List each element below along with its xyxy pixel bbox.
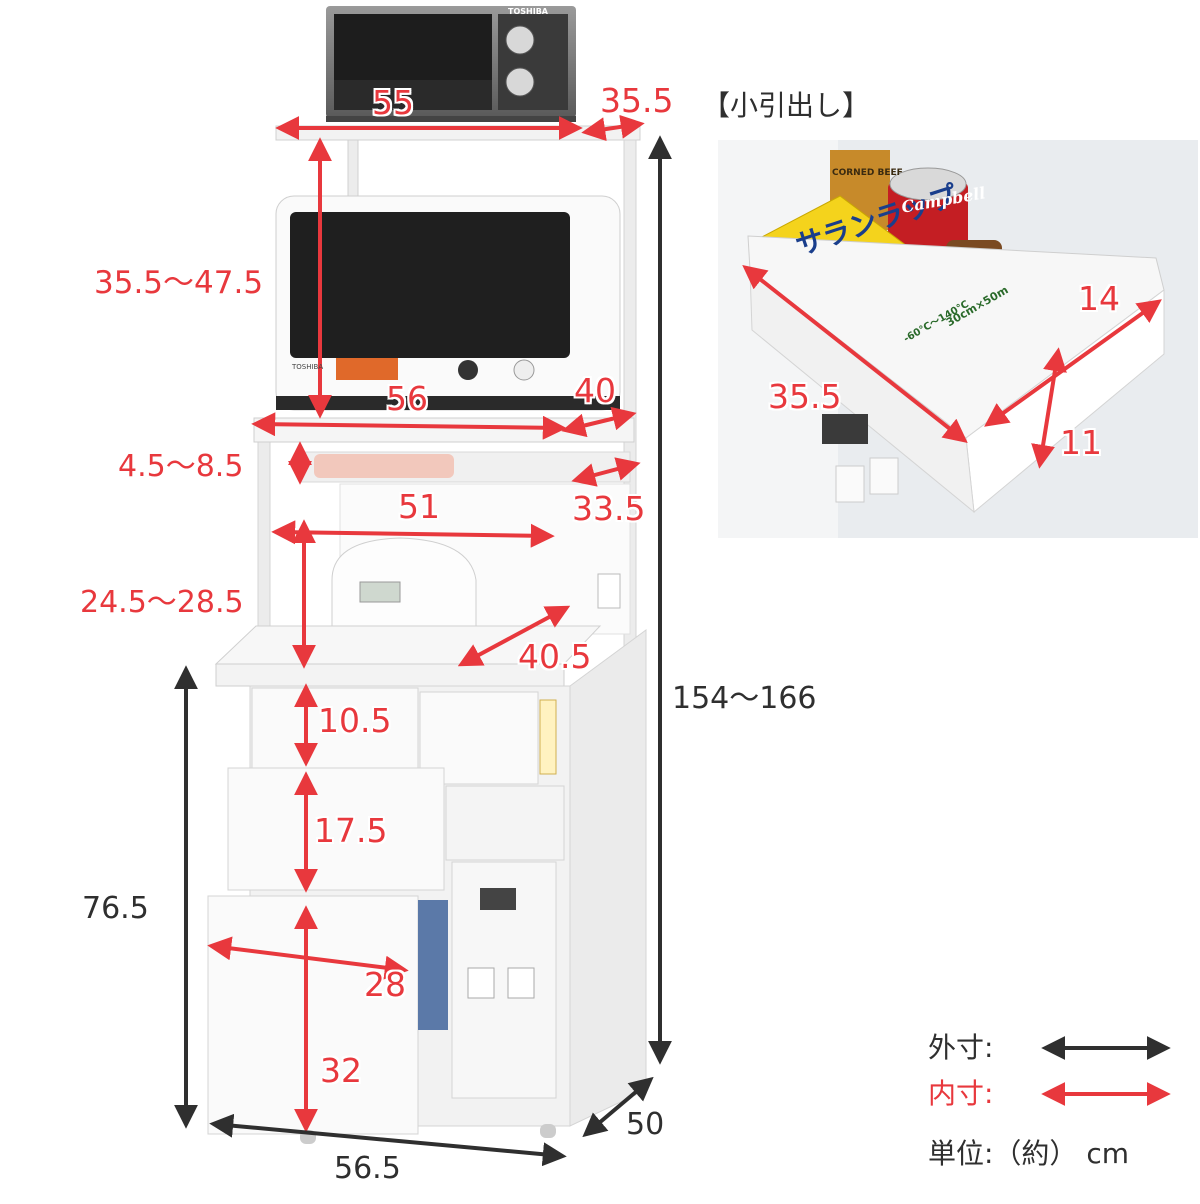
arrow-wire-depth bbox=[571, 457, 641, 487]
label-lower-height: 76.5 bbox=[82, 891, 149, 926]
microwave-oven bbox=[275, 195, 621, 411]
arrow-inset-depth bbox=[742, 265, 968, 443]
microwave-brand: TOSHIBA bbox=[292, 363, 324, 371]
label-slide-width: 51 bbox=[398, 487, 440, 526]
arrow-inset-height bbox=[1031, 347, 1067, 469]
legend-inner-label: 内寸: bbox=[928, 1077, 994, 1110]
inset-box-text: CORNED BEEF bbox=[832, 168, 903, 178]
label-slide-depth: 40.5 bbox=[518, 637, 592, 676]
label-wire-gap: 4.5～8.5 bbox=[118, 449, 244, 484]
arrow-total-width bbox=[209, 1113, 567, 1167]
label-bottom-drawer-height: 32 bbox=[320, 1051, 362, 1090]
label-inset-depth: 35.5 bbox=[768, 377, 842, 416]
label-mid-shelf-depth: 40 bbox=[574, 371, 616, 410]
label-total-depth: 50 bbox=[626, 1107, 665, 1142]
arrow-mid-shelf-width bbox=[251, 412, 567, 440]
label-total-width: 56.5 bbox=[334, 1151, 401, 1186]
outer-dimension-arrows bbox=[174, 135, 672, 1167]
inner-dimension-arrows bbox=[207, 114, 1162, 1133]
label-small-drawer: 10.5 bbox=[318, 701, 392, 740]
label-middle-drawer: 17.5 bbox=[314, 811, 388, 850]
arrow-top-shelf-depth bbox=[581, 114, 645, 142]
label-bottom-drawer-width: 28 bbox=[364, 965, 406, 1004]
toaster-oven bbox=[326, 6, 576, 122]
label-mid-shelf-width: 56 bbox=[386, 379, 428, 418]
label-upper-gap: 35.5～47.5 bbox=[94, 265, 264, 301]
label-top-shelf-depth: 35.5 bbox=[600, 81, 674, 120]
legend-unit-label: 単位:（約） cm bbox=[928, 1137, 1130, 1170]
label-wire-depth: 33.5 bbox=[572, 489, 646, 528]
legend-outer-label: 外寸: bbox=[928, 1031, 994, 1064]
arrow-total-depth bbox=[582, 1076, 654, 1138]
lower-cabinet bbox=[207, 629, 647, 1144]
label-total-height: 154～166 bbox=[672, 681, 817, 716]
label-top-shelf-width: 55 bbox=[372, 83, 414, 122]
toaster-brand: TOSHIBA bbox=[508, 7, 548, 16]
label-inset-height: 11 bbox=[1060, 423, 1102, 462]
arrow-mid-shelf-depth bbox=[561, 406, 637, 438]
arrow-slide-depth bbox=[457, 605, 571, 667]
inset-title: 【小引出し】 bbox=[702, 89, 871, 122]
label-slide-gap: 24.5～28.5 bbox=[80, 585, 244, 620]
label-inset-width: 14 bbox=[1078, 279, 1120, 318]
arrow-inset-width bbox=[984, 299, 1162, 427]
arrow-slide-width bbox=[271, 520, 555, 548]
